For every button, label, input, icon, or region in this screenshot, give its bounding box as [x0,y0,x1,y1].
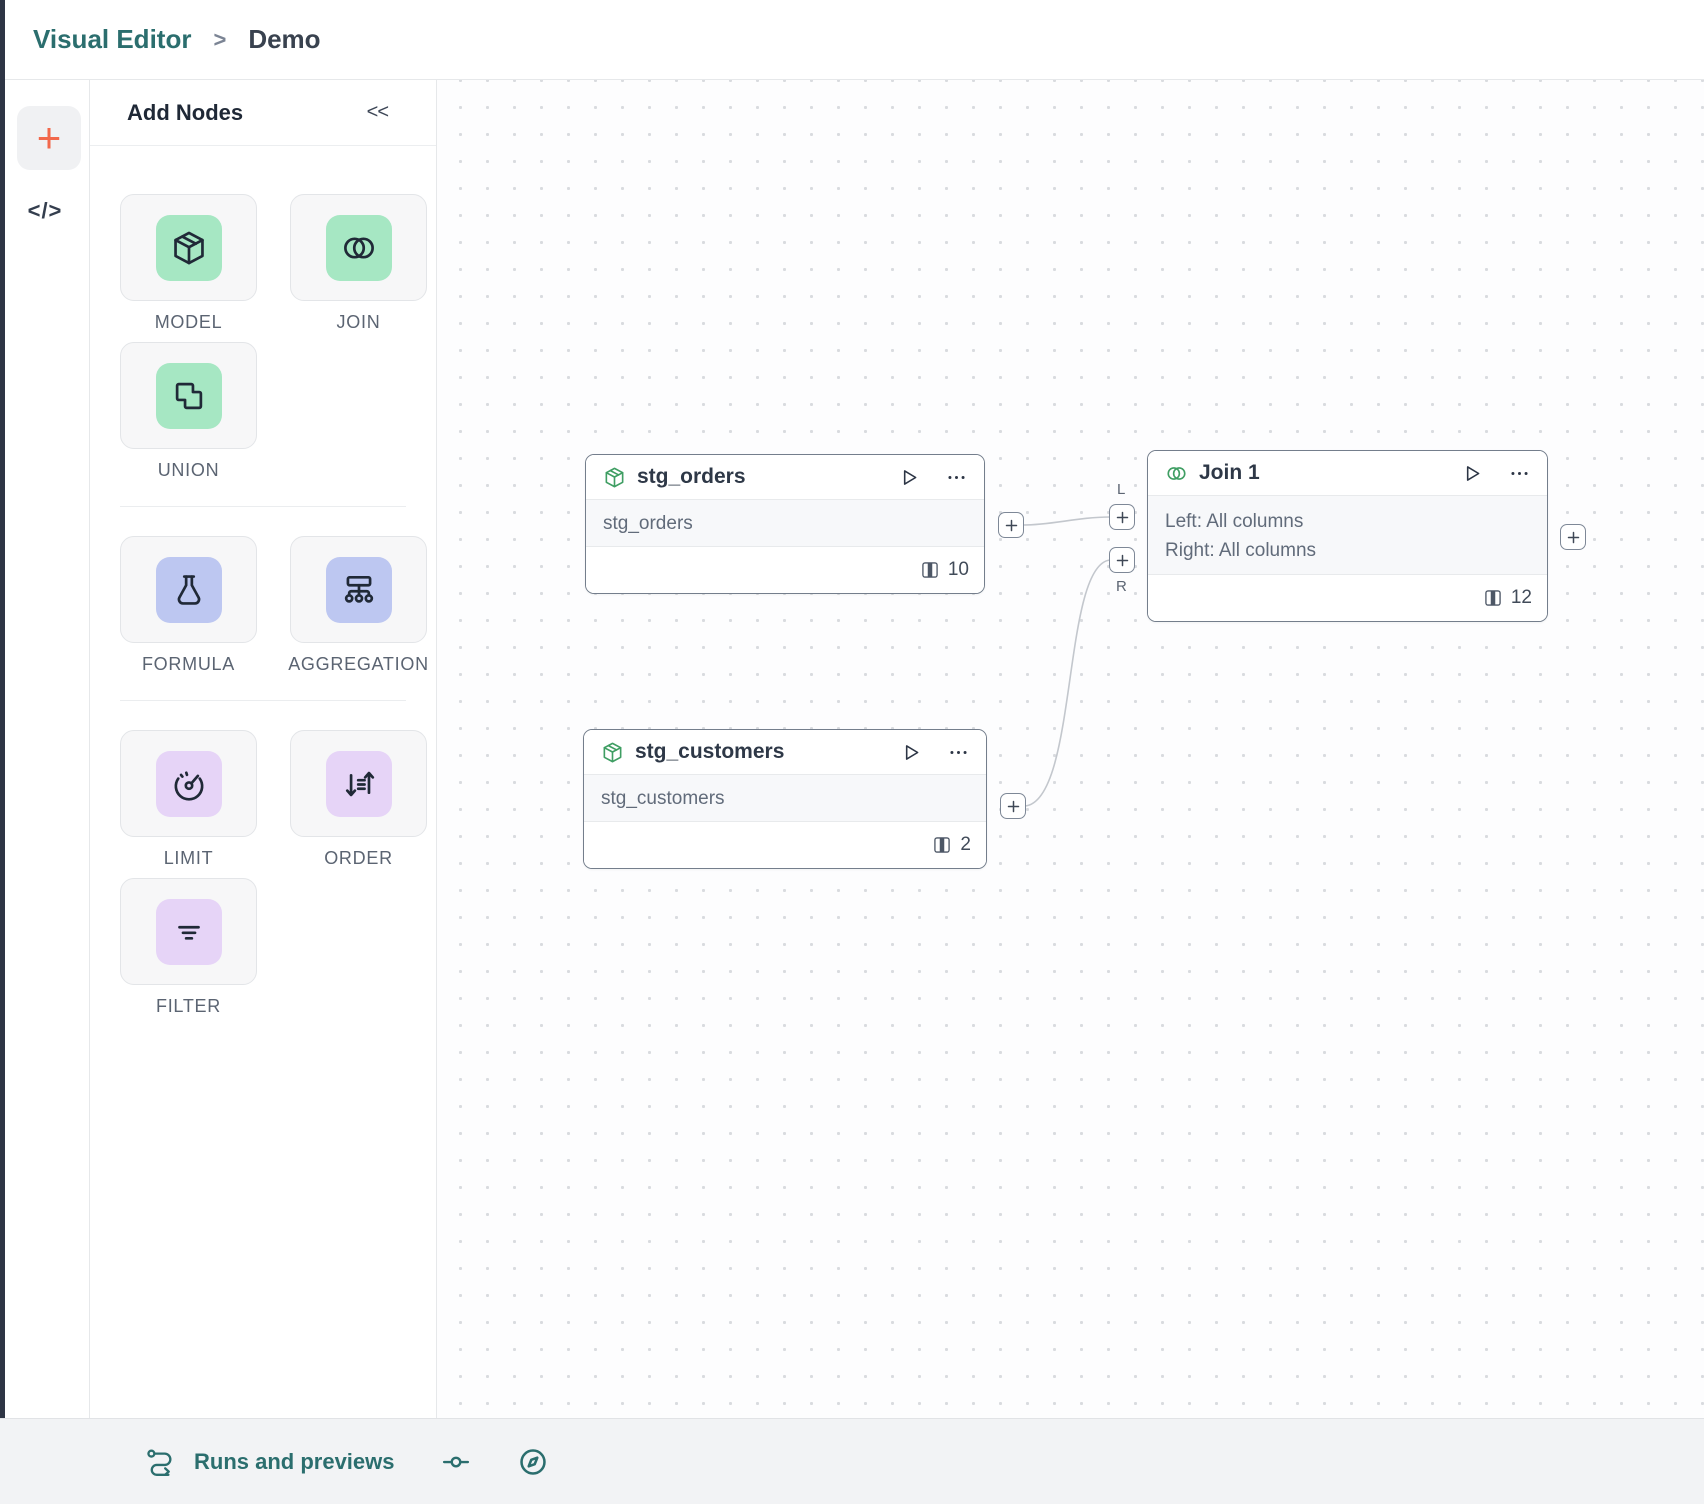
left-edge-strip [0,0,5,1418]
breadcrumb-separator: > [213,26,227,52]
compass-icon[interactable] [517,1446,549,1478]
panel-title: Add Nodes [127,99,244,125]
add-nodes-panel: Add Nodes << MODEL [90,80,437,1418]
flask-icon [155,556,222,623]
node-subtitle: stg_customers [584,774,986,822]
plus-icon [1007,800,1019,812]
node-stg-orders[interactable]: stg_orders stg_orders 10 [585,454,985,594]
plus-icon [1116,554,1128,566]
node-stg-customers[interactable]: stg_customers stg_customers 2 [583,729,987,869]
palette-divider [120,506,406,507]
column-count: 12 [1510,587,1532,608]
port-stg-customers-output[interactable] [1000,793,1026,819]
union-shapes-icon [155,362,222,429]
filter-lines-icon [155,898,222,965]
sort-arrows-icon [325,750,392,817]
node-title: stg_customers [635,740,785,763]
node-footer: 2 [584,822,986,868]
gauge-icon [155,750,222,817]
palette-divider [120,700,406,701]
run-node-button[interactable] [901,742,922,763]
columns-icon [1485,590,1501,606]
left-icon-rail: + </> [0,80,90,1418]
add-node-button[interactable]: + [17,106,81,170]
node-menu-button[interactable] [948,742,969,763]
node-footer: 10 [586,547,984,593]
node-header: Join 1 [1148,451,1547,495]
join-right-summary: Right: All columns [1165,540,1317,561]
node-subtitle: stg_orders [586,499,984,547]
join-circles-icon [325,214,392,281]
columns-icon [922,562,938,578]
port-stg-orders-output[interactable] [998,512,1024,538]
top-header: Visual Editor > Demo [0,0,1704,80]
palette-tile-join[interactable] [290,194,427,301]
join-circles-icon [1167,466,1186,480]
column-count: 2 [960,834,971,855]
port-join-left-input[interactable] [1109,504,1135,530]
node-menu-button[interactable] [1509,463,1530,484]
join-left-port-label: L [1117,481,1126,498]
column-count: 10 [947,559,969,580]
code-view-button[interactable]: </> [27,198,63,223]
port-join-right-input[interactable] [1109,547,1135,573]
runs-and-previews-button[interactable]: Runs and previews [145,1446,395,1478]
node-header: stg_customers [584,730,986,774]
node-footer: 12 [1148,575,1547,621]
runs-and-previews-label: Runs and previews [194,1448,395,1474]
palette-label-formula: FORMULA [141,654,236,674]
node-body: Left: All columns Right: All columns [1148,495,1547,575]
node-title: Join 1 [1199,461,1260,484]
plus-icon [1567,531,1579,543]
cube-icon [605,467,624,487]
palette-tile-model[interactable] [120,194,257,301]
palette-label-aggregation: AGGREGATION [288,654,429,674]
node-menu-button[interactable] [946,467,967,488]
node-title: stg_orders [637,465,746,488]
join-left-summary: Left: All columns [1165,511,1304,532]
palette-tile-filter[interactable] [120,878,257,985]
palette-tile-aggregation[interactable] [290,536,427,643]
palette-tile-limit[interactable] [120,730,257,837]
cube-icon [155,214,222,281]
palette-label-model: MODEL [154,312,223,332]
runs-icon [147,1449,172,1476]
plus-icon [1005,519,1017,531]
breadcrumb-current-demo: Demo [248,24,321,54]
collapse-panel-button[interactable]: << [366,101,389,123]
bottom-status-bar: Runs and previews [0,1418,1704,1504]
palette-tile-order[interactable] [290,730,427,837]
join-right-port-label: R [1116,578,1127,595]
port-join-output[interactable] [1560,524,1586,550]
columns-icon [934,837,951,853]
palette-label-join: JOIN [336,312,381,332]
commit-icon[interactable] [441,1447,471,1477]
node-header: stg_orders [586,455,984,499]
aggregation-tree-icon [325,556,392,623]
add-nodes-header: Add Nodes << [90,80,436,146]
cube-icon [603,742,622,762]
palette-label-order: ORDER [324,848,393,868]
palette-body: MODEL JOIN [90,146,436,1017]
plus-icon [1116,511,1128,523]
palette-tile-formula[interactable] [120,536,257,643]
palette-label-limit: LIMIT [163,848,214,868]
breadcrumb-visual-editor[interactable]: Visual Editor [33,24,192,54]
node-join-1[interactable]: Join 1 Left: All columns Right: All colu… [1147,450,1548,622]
palette-label-filter: FILTER [156,996,221,1016]
palette-label-union: UNION [157,460,220,480]
run-node-button[interactable] [1462,463,1483,484]
run-node-button[interactable] [899,467,920,488]
palette-tile-union[interactable] [120,342,257,449]
